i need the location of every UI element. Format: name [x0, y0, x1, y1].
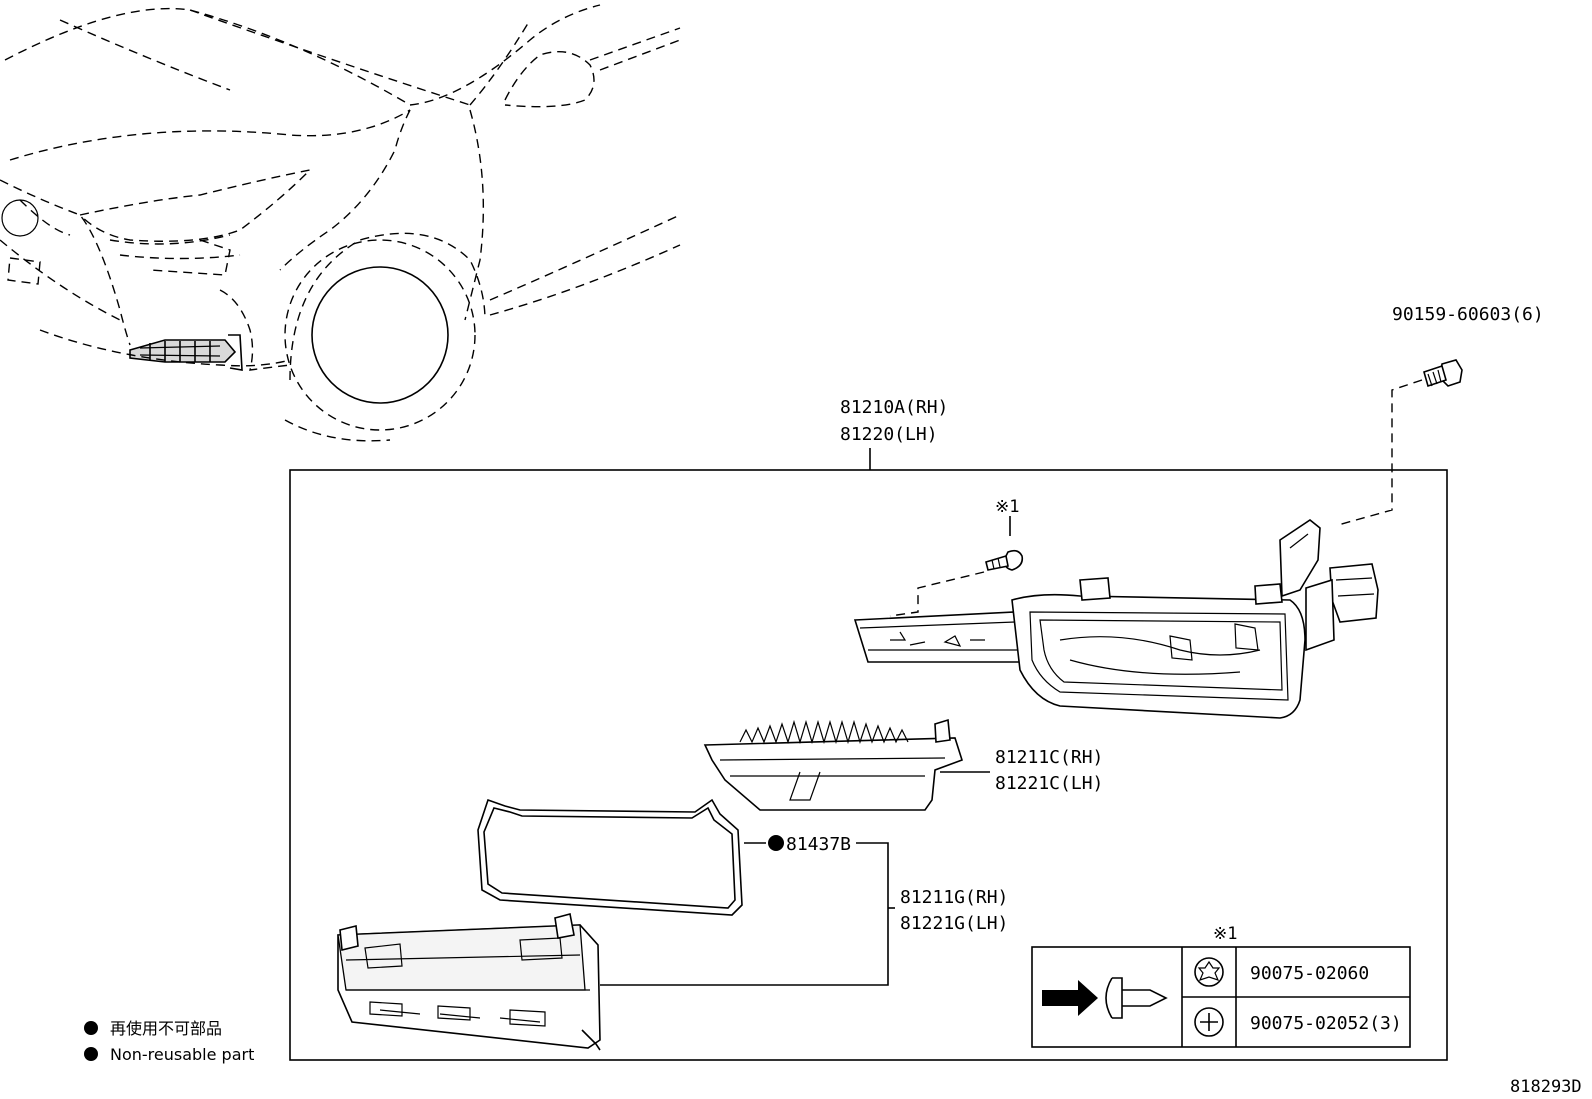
gasket-part — [477, 798, 743, 916]
screw-torx-part: 90075-02060 — [1250, 963, 1369, 984]
housing-rh-label: 81210A(RH) — [840, 397, 948, 418]
heatsink-lh-label: 81221C(LH) — [995, 773, 1103, 794]
screw-type-table: 90075-02060 90075-02052(3) — [1031, 946, 1411, 1048]
vehicle-context-illustration — [0, 4, 681, 442]
legend-en: Non-reusable part — [110, 1045, 254, 1064]
legend: 再使用不可部品 Non-reusable part — [84, 1019, 254, 1064]
bolt-part-number: 90159-60603(6) — [1392, 304, 1544, 325]
screw-icon — [985, 549, 1024, 571]
phillips-head-icon — [1194, 1007, 1224, 1037]
lamp-bezel-part — [703, 718, 963, 811]
table-ref-label: ※1 — [1213, 924, 1237, 944]
non-reusable-marker-icon — [768, 835, 784, 851]
bolt-icon — [1337, 359, 1463, 526]
lens-rh-label: 81211G(RH) — [900, 887, 1008, 908]
legend-dot-icon — [84, 1047, 98, 1061]
torx-head-icon — [1194, 957, 1224, 987]
legend-jp: 再使用不可部品 — [110, 1019, 222, 1038]
fog-lamp-location-icon — [129, 334, 243, 371]
assembly-frame — [289, 469, 1448, 1061]
lens-lh-label: 81221G(LH) — [900, 913, 1008, 934]
arrow-icon — [1042, 980, 1098, 1016]
lamp-lens-part — [337, 913, 601, 1051]
legend-dot-icon — [84, 1021, 98, 1035]
gasket-label: 81437B — [786, 834, 851, 855]
diagram-id: 818293D — [1510, 1077, 1582, 1097]
screw-side-view-icon — [1105, 977, 1168, 1019]
fog-lamp-housing — [853, 519, 1379, 719]
housing-lh-label: 81220(LH) — [840, 424, 938, 445]
heatsink-rh-label: 81211C(RH) — [995, 747, 1103, 768]
screw-ref-label: ※1 — [995, 497, 1019, 517]
screw-phillips-part: 90075-02052(3) — [1250, 1013, 1402, 1034]
